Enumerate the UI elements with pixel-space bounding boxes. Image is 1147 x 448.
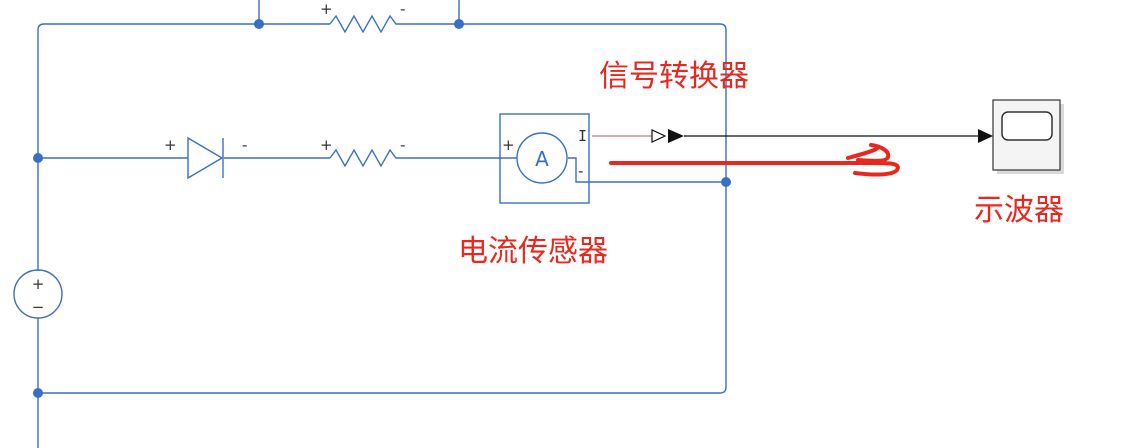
- resistor-middle[interactable]: + -: [320, 136, 405, 168]
- wire-top-left-corner: [37, 23, 45, 31]
- diode-triangle: [187, 136, 224, 180]
- voltage-source-circle: [13, 269, 63, 319]
- resistor-top[interactable]: + -: [320, 0, 405, 34]
- circuit-wires: [37, 0, 727, 448]
- current-sensor-frame: [499, 113, 590, 204]
- resistor-middle-plus: +: [320, 136, 333, 154]
- junction-dot: [454, 19, 464, 29]
- annotation-arrow-icon: [609, 143, 900, 177]
- converter-output-arrow-icon: [668, 129, 684, 143]
- annotation-arrow-head: [846, 143, 900, 177]
- wire-bottom-rail: [38, 386, 727, 394]
- wire-top-right-corner: [719, 23, 727, 31]
- converter-input-arrow-icon: [651, 129, 667, 143]
- sensor-plus: +: [502, 136, 515, 154]
- resistor-zigzag: [329, 14, 402, 34]
- junction-dot: [33, 388, 43, 398]
- current-sensor-block[interactable]: A + - I: [499, 113, 590, 204]
- sensor-minus: -: [578, 162, 583, 180]
- ammeter-symbol: A: [535, 147, 549, 171]
- diode[interactable]: + -: [164, 136, 247, 180]
- voltage-source-plus: +: [32, 275, 45, 293]
- scope-input-arrow-icon: [978, 129, 993, 143]
- resistor-top-plus: +: [320, 0, 333, 18]
- voltage-source-minus: −: [32, 298, 45, 316]
- sensor-port-i: I: [578, 127, 587, 145]
- annotation-current-sensor: 电流传感器: [458, 234, 608, 269]
- scope-screen: [1001, 111, 1053, 141]
- junction-dot: [721, 177, 731, 187]
- resistor-zigzag: [329, 148, 402, 168]
- resistor-middle-minus: -: [400, 136, 405, 154]
- junction-dot: [33, 153, 43, 163]
- voltage-source[interactable]: + −: [13, 269, 63, 319]
- signal-path: [592, 129, 993, 143]
- resistor-top-minus: -: [400, 0, 405, 18]
- scope-block[interactable]: [992, 99, 1064, 174]
- annotation-signal-converter: 信号转换器: [599, 59, 749, 94]
- annotation-scope: 示波器: [974, 193, 1064, 228]
- junction-dot: [254, 19, 264, 29]
- diode-plus: +: [164, 136, 177, 154]
- junction-dots: [33, 19, 731, 398]
- wire-sensor-return: [568, 157, 726, 183]
- diode-minus: -: [242, 136, 247, 154]
- ammeter-circle: [516, 132, 568, 184]
